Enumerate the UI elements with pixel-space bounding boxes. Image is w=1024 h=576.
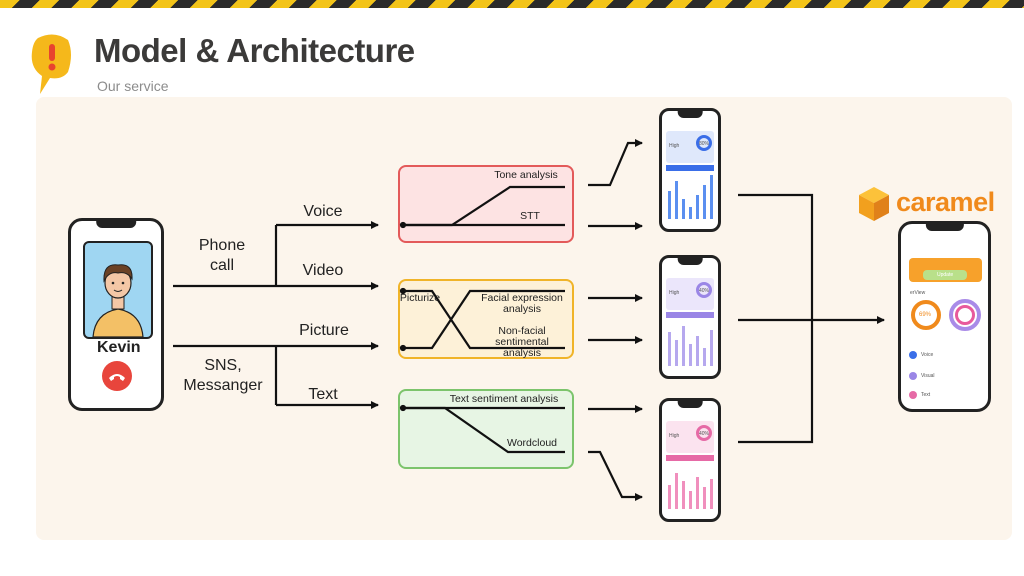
person-icon	[92, 264, 144, 337]
picturize-label: Picturize	[399, 292, 441, 304]
channel-text: Text	[308, 386, 338, 403]
text-sentiment-label: Text sentiment analysis	[449, 393, 559, 405]
mini-percent: 80%	[699, 141, 710, 147]
wordcloud-label: Wordcloud	[507, 437, 557, 449]
text-row-icon	[909, 391, 917, 399]
mini-bar-header	[666, 455, 714, 461]
phone-notch	[677, 401, 703, 408]
mini-percent: 40%	[699, 431, 710, 437]
score-percent: 69%	[919, 312, 932, 318]
stt-label: STT	[520, 210, 540, 222]
caution-stripe	[0, 0, 1024, 8]
caramel-app-phone: Update erView 69% Voice Visual Text	[898, 221, 991, 412]
ring-chart	[949, 299, 981, 331]
ring-inner	[955, 305, 975, 325]
voice-row-icon	[909, 351, 917, 359]
mini-bar-chart	[668, 175, 713, 219]
visual-row: Visual	[921, 373, 935, 379]
channel-video: Video	[302, 262, 344, 279]
caramel-logo-icon	[859, 187, 889, 221]
phone-notch	[96, 221, 136, 228]
image-result-phone: High 40%	[659, 255, 721, 379]
tone-analysis-label: Tone analysis	[494, 169, 558, 181]
phone-notch	[677, 258, 703, 265]
update-button[interactable]: Update	[923, 270, 967, 280]
mini-bar-header	[666, 165, 714, 171]
page-title: Model & Architecture	[94, 32, 415, 69]
mini-label: High	[669, 433, 680, 439]
caller-phone: Kevin	[68, 218, 164, 411]
caller-name: Kevin	[97, 339, 141, 356]
mini-percent: 40%	[699, 288, 710, 294]
text-result-phone: High 40%	[659, 398, 721, 522]
channel-voice: Voice	[303, 203, 343, 220]
visual-row-icon	[909, 372, 917, 380]
phone-hangup-icon	[109, 374, 125, 381]
mini-bar-chart	[668, 473, 713, 509]
voice-row: Voice	[921, 352, 934, 358]
phone-notch	[925, 224, 964, 231]
overview-label: erView	[910, 290, 926, 296]
mini-donut	[696, 425, 712, 441]
nonfacial-label: Non-facial sentimental analysis	[495, 325, 549, 359]
mini-label: High	[669, 143, 680, 149]
brand-name: caramel	[896, 187, 995, 217]
source-phone-call: Phone call	[198, 237, 246, 274]
voice-result-phone: High 80%	[659, 108, 721, 232]
alert-icon	[31, 34, 71, 94]
mini-donut	[696, 135, 712, 151]
text-row: Text	[921, 392, 931, 398]
channel-picture: Picture	[299, 322, 349, 339]
mini-bar-chart	[668, 326, 713, 366]
facial-expression-label: Facial expression analysis	[481, 292, 563, 315]
hangup-button[interactable]	[102, 361, 132, 391]
score-donut	[911, 300, 941, 330]
mini-label: High	[669, 290, 680, 296]
avatar	[83, 241, 153, 339]
update-button-label: Update	[937, 272, 954, 278]
page-subtitle: Our service	[97, 78, 169, 94]
mini-donut	[696, 282, 712, 298]
mini-bar-header	[666, 312, 714, 318]
source-sns: SNS, Messanger	[183, 357, 263, 394]
phone-notch	[677, 111, 703, 118]
